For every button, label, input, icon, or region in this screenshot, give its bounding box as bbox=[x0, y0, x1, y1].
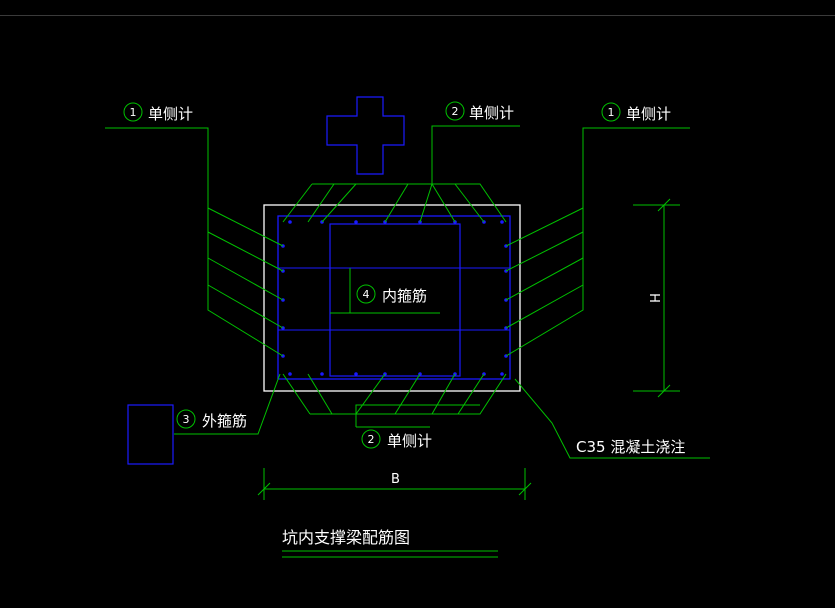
marker-1-right: 1 bbox=[608, 106, 615, 119]
leader-lines bbox=[105, 125, 710, 558]
label-bar2-top: 单侧计 bbox=[469, 104, 514, 122]
marker-4-circle bbox=[356, 284, 376, 304]
dimension-h-label: H bbox=[646, 293, 661, 303]
concrete-section-outline bbox=[263, 204, 521, 392]
cross-symbol bbox=[326, 96, 405, 175]
marker-1-left: 1 bbox=[130, 106, 137, 119]
marker-2-top-circle bbox=[445, 101, 465, 121]
drawing-title: 坑内支撑梁配筋图 bbox=[282, 528, 410, 547]
dimension-b-label: B bbox=[391, 472, 400, 487]
label-concrete: C35 混凝土浇注 bbox=[576, 438, 685, 456]
marker-2-bottom: 2 bbox=[368, 433, 375, 446]
top-border-strip bbox=[0, 0, 835, 16]
label-bar1-left: 单侧计 bbox=[148, 105, 193, 123]
label-bar2-bottom: 单侧计 bbox=[387, 432, 432, 450]
marker-3: 3 bbox=[183, 413, 190, 426]
marker-4: 4 bbox=[363, 288, 370, 301]
horizontal-ties bbox=[278, 267, 510, 331]
label-bar4: 内箍筋 bbox=[382, 287, 427, 305]
marker-1-left-circle bbox=[123, 102, 143, 122]
label-bar3: 外箍筋 bbox=[202, 412, 247, 430]
outer-stirrup-symbol bbox=[127, 404, 174, 465]
marker-2-top: 2 bbox=[452, 105, 459, 118]
inner-stirrup bbox=[329, 223, 461, 377]
marker-3-circle bbox=[176, 409, 196, 429]
marker-2-bottom-circle bbox=[361, 429, 381, 449]
markers bbox=[123, 101, 621, 449]
label-bar1-right: 单侧计 bbox=[626, 105, 671, 123]
marker-1-right-circle bbox=[601, 102, 621, 122]
